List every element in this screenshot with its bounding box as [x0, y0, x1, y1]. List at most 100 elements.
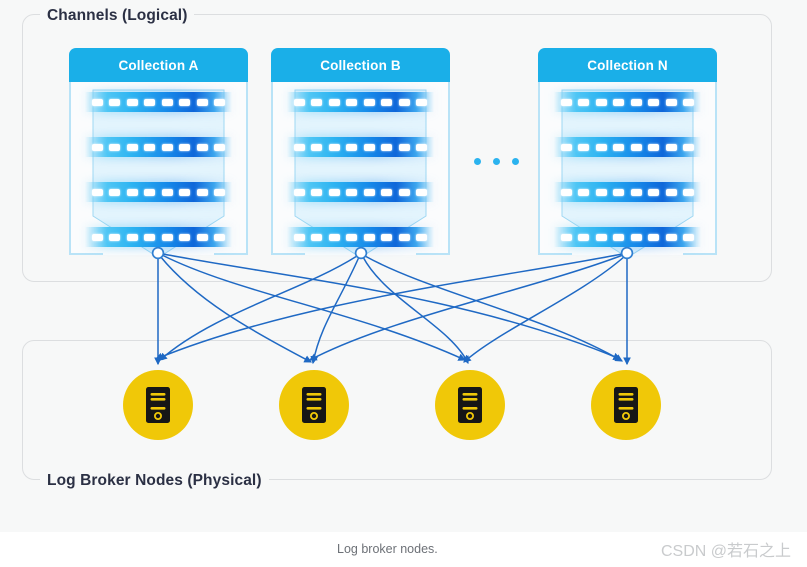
- log-cell: [126, 143, 138, 151]
- log-cell: [560, 98, 572, 106]
- log-cell: [381, 233, 393, 241]
- card-frame-left: [69, 82, 71, 255]
- brokers-group-label: Log Broker Nodes (Physical): [40, 473, 269, 489]
- log-segment-row: [554, 92, 701, 112]
- collection-card-a[interactable]: Collection A: [69, 48, 248, 255]
- log-segment-row: [287, 137, 434, 157]
- log-cell: [363, 98, 375, 106]
- broker-node-4[interactable]: [591, 370, 661, 440]
- log-segment-row: [554, 182, 701, 202]
- ellipsis-dot: [474, 158, 481, 165]
- log-cell: [346, 188, 358, 196]
- broker-node-1[interactable]: [123, 370, 193, 440]
- log-cell: [665, 233, 677, 241]
- collection-title-n: Collection N: [538, 48, 717, 82]
- log-cell: [161, 143, 173, 151]
- log-cell: [648, 98, 660, 106]
- log-cell: [595, 143, 607, 151]
- log-cell: [196, 143, 208, 151]
- log-cell: [346, 233, 358, 241]
- figure-caption: Log broker nodes.: [337, 542, 438, 556]
- log-cell: [346, 98, 358, 106]
- log-cell: [328, 143, 340, 151]
- log-cell: [613, 233, 625, 241]
- card-frame-right: [715, 82, 717, 255]
- collection-body-b: [271, 82, 450, 255]
- card-frame-corner-bottom-left: [538, 253, 572, 255]
- card-frame-corner-bottom-right: [683, 253, 717, 255]
- log-cell: [109, 188, 121, 196]
- log-cell: [109, 98, 121, 106]
- log-cell: [293, 233, 305, 241]
- log-cell: [398, 233, 410, 241]
- log-cell: [179, 233, 191, 241]
- log-cell: [381, 143, 393, 151]
- log-cell: [214, 98, 226, 106]
- server-tower-icon: [302, 387, 326, 423]
- log-cell: [144, 143, 156, 151]
- log-cell: [381, 98, 393, 106]
- log-cell: [293, 188, 305, 196]
- collection-card-b[interactable]: Collection B: [271, 48, 450, 255]
- log-segment-row: [85, 227, 232, 247]
- log-cell: [109, 143, 121, 151]
- log-cell: [161, 233, 173, 241]
- card-frame-corner-bottom-right: [214, 253, 248, 255]
- card-frame-right: [448, 82, 450, 255]
- log-cell: [613, 143, 625, 151]
- log-cell: [144, 188, 156, 196]
- ellipsis-dot: [493, 158, 500, 165]
- channels-group-label: Channels (Logical): [40, 8, 195, 24]
- log-cell: [196, 188, 208, 196]
- log-cell: [179, 188, 191, 196]
- log-cell: [311, 188, 323, 196]
- watermark-text: CSDN @若石之上: [660, 543, 791, 560]
- log-cell: [665, 98, 677, 106]
- log-cell: [144, 98, 156, 106]
- log-cell: [179, 98, 191, 106]
- log-cell: [630, 143, 642, 151]
- broker-node-2[interactable]: [279, 370, 349, 440]
- card-frame-corner-bottom-left: [69, 253, 103, 255]
- log-segment-row: [554, 137, 701, 157]
- log-cell: [126, 98, 138, 106]
- log-cell: [398, 188, 410, 196]
- log-cell: [293, 98, 305, 106]
- log-cell: [346, 143, 358, 151]
- log-cell: [630, 98, 642, 106]
- log-segment-row: [554, 227, 701, 247]
- log-cell: [311, 143, 323, 151]
- log-cell: [416, 233, 428, 241]
- log-cell: [214, 233, 226, 241]
- log-segment-row: [287, 227, 434, 247]
- log-cell: [196, 233, 208, 241]
- log-cell: [293, 143, 305, 151]
- server-tower-icon: [146, 387, 170, 423]
- log-cell: [630, 188, 642, 196]
- log-cell: [416, 98, 428, 106]
- log-cell: [683, 143, 695, 151]
- log-cell: [683, 233, 695, 241]
- log-cell: [109, 233, 121, 241]
- log-cell: [214, 188, 226, 196]
- log-cell: [416, 188, 428, 196]
- log-cell: [311, 98, 323, 106]
- log-cell: [91, 143, 103, 151]
- card-frame-corner-bottom-left: [271, 253, 305, 255]
- log-cell: [560, 143, 572, 151]
- server-tower-icon: [458, 387, 482, 423]
- log-cell: [91, 233, 103, 241]
- log-cell: [161, 98, 173, 106]
- log-segment-row: [287, 92, 434, 112]
- broker-node-3[interactable]: [435, 370, 505, 440]
- log-cell: [578, 143, 590, 151]
- collection-body-a: [69, 82, 248, 255]
- collection-card-n[interactable]: Collection N: [538, 48, 717, 255]
- log-cell: [630, 233, 642, 241]
- log-cell: [665, 143, 677, 151]
- log-cell: [683, 98, 695, 106]
- log-cell: [648, 188, 660, 196]
- log-cell: [363, 188, 375, 196]
- log-cell: [595, 98, 607, 106]
- log-cell: [578, 98, 590, 106]
